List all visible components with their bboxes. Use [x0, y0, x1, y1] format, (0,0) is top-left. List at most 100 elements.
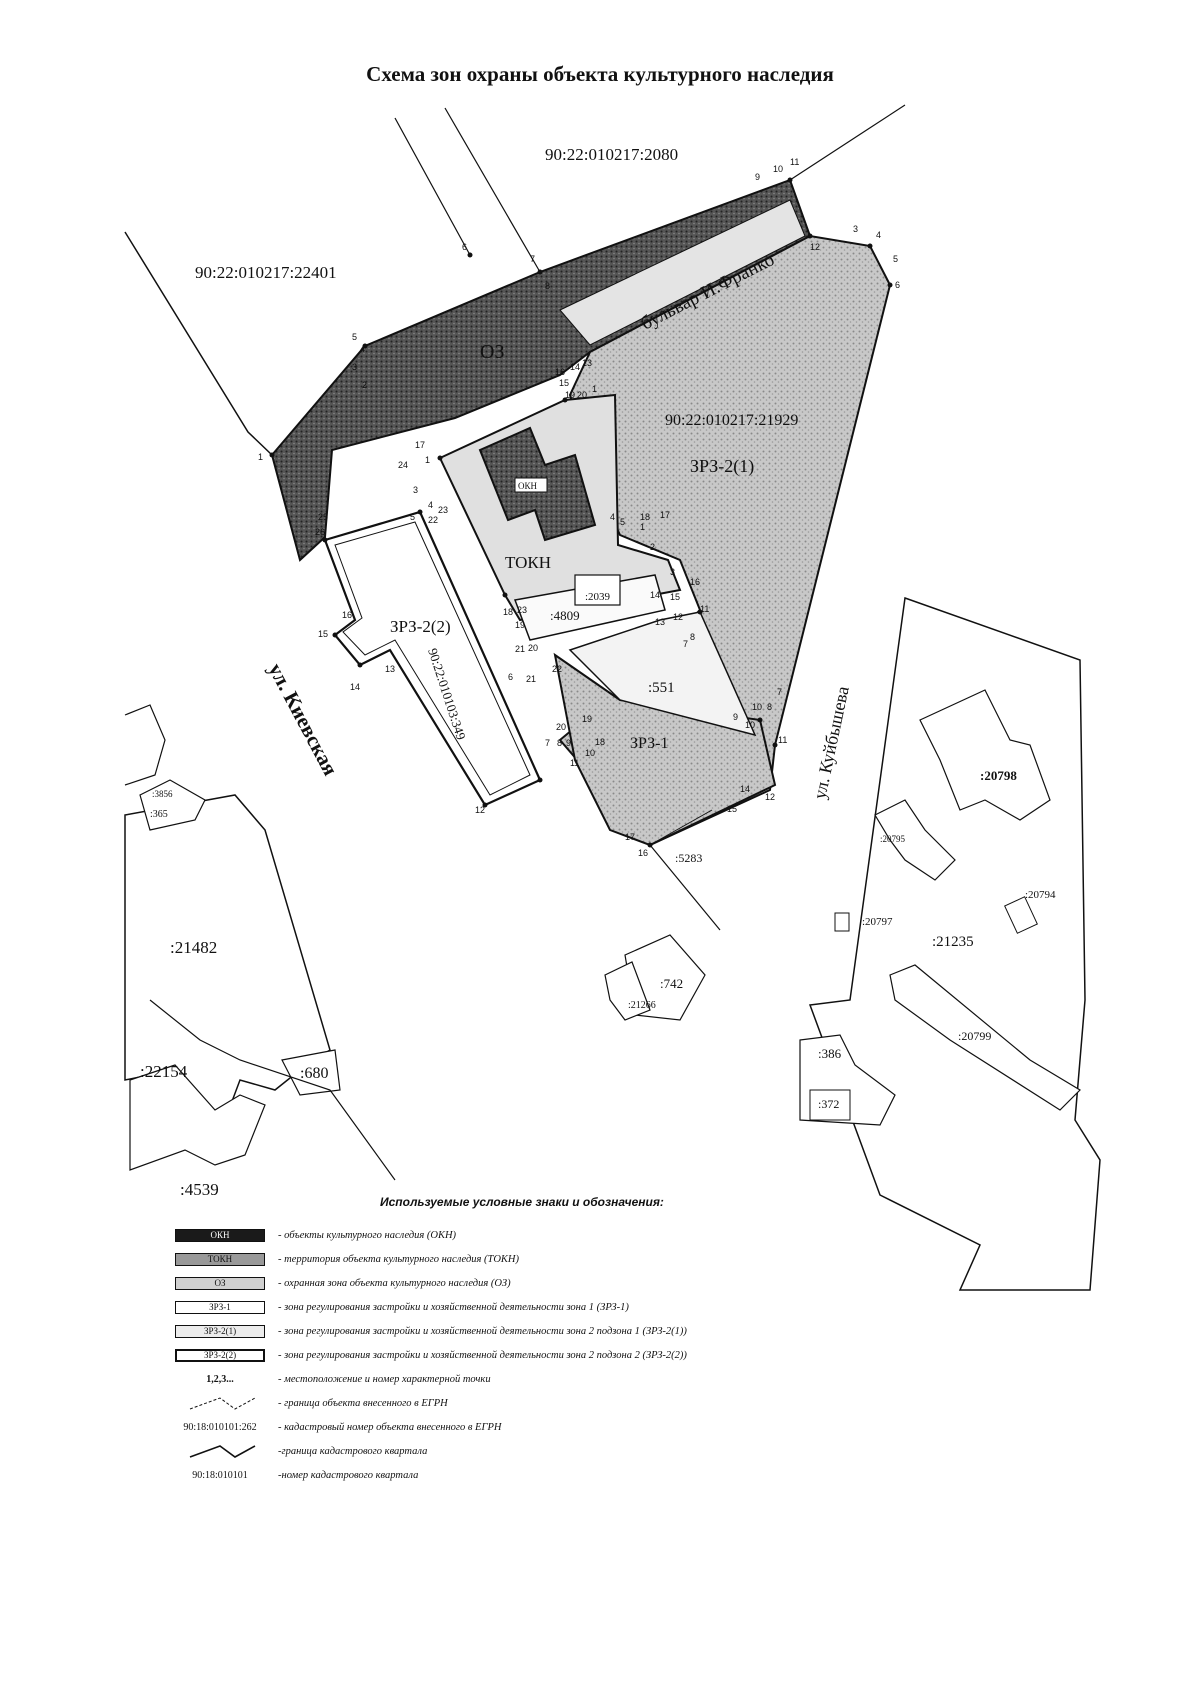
- label-p22154: :22154: [140, 1062, 188, 1081]
- legend-row-oz: ОЗ - охранная зона объекта культурного н…: [170, 1273, 930, 1293]
- svg-text:3: 3: [853, 224, 858, 234]
- legend-text-cadastral-number: - кадастровый номер объекта внесенного в…: [278, 1421, 502, 1433]
- svg-text:22: 22: [552, 664, 562, 674]
- parcel-20795-shape: [874, 799, 956, 881]
- svg-text:16: 16: [638, 848, 648, 858]
- svg-text:8: 8: [557, 738, 562, 748]
- svg-text:15: 15: [727, 804, 737, 814]
- svg-text:7: 7: [530, 254, 535, 264]
- svg-text:4: 4: [360, 344, 365, 354]
- label-p4809: :4809: [550, 608, 580, 623]
- zrz22-inner: [334, 521, 531, 796]
- svg-text:5: 5: [620, 517, 625, 527]
- svg-text:3: 3: [670, 567, 675, 577]
- svg-text:15: 15: [318, 629, 328, 639]
- legend-text-tokn: - территория объекта культурного наследи…: [278, 1253, 519, 1265]
- svg-text:22: 22: [428, 515, 438, 525]
- parcel-2039-shape: [574, 574, 621, 606]
- parcel-21266-shape: [604, 961, 651, 1021]
- parcel-551-shape: [568, 611, 757, 737]
- svg-text:12: 12: [475, 805, 485, 815]
- parcel-20799-shape: [889, 964, 1081, 1111]
- svg-text:17: 17: [625, 832, 635, 842]
- svg-text:3: 3: [413, 485, 418, 495]
- label-p365: :365: [150, 809, 168, 820]
- label-p20799: :20799: [958, 1029, 991, 1043]
- label-tokn: ТОКН: [505, 553, 551, 572]
- parcel-372-shape: [809, 1089, 851, 1121]
- svg-text:15: 15: [559, 378, 569, 388]
- svg-text:8: 8: [690, 632, 695, 642]
- svg-text:4: 4: [610, 512, 615, 522]
- okn-label-box: [514, 477, 548, 493]
- svg-text:2: 2: [650, 542, 655, 552]
- zrz22-zone: [323, 510, 542, 807]
- legend-symbol-zrz22: ЗРЗ-2(2): [175, 1348, 265, 1362]
- svg-text:23: 23: [438, 505, 448, 515]
- svg-text:17: 17: [415, 440, 425, 450]
- svg-text:9: 9: [566, 738, 571, 748]
- legend-row-points: 1,2,3... - местоположение и номер характ…: [170, 1369, 930, 1389]
- label-p742: :742: [660, 976, 683, 991]
- legend-text-points: - местоположение и номер характерной точ…: [278, 1373, 491, 1385]
- legend-text-zrz21: - зона регулирования застройки и хозяйст…: [278, 1325, 687, 1337]
- label-p4539: :4539: [180, 1180, 219, 1199]
- svg-text:9: 9: [733, 712, 738, 722]
- legend-title: Используемые условные знаки и обозначени…: [380, 1195, 664, 1209]
- svg-text:13: 13: [385, 664, 395, 674]
- label-p20794: :20794: [1025, 889, 1056, 901]
- legend-text-zrz22: - зона регулирования застройки и хозяйст…: [278, 1349, 687, 1361]
- label-p21929: 90:22:010217:21929: [665, 412, 798, 429]
- label-p21235: :21235: [932, 934, 974, 950]
- legend-row-kvartal-number: 90:18:010101 -номер кадастрового квартал…: [170, 1465, 930, 1485]
- svg-text:3: 3: [352, 362, 357, 372]
- kvartal-boundary-6: [649, 809, 713, 846]
- legend-symbol-zrz1: ЗРЗ-1: [175, 1300, 265, 1314]
- svg-text:10: 10: [745, 720, 755, 730]
- svg-text:20: 20: [528, 643, 538, 653]
- svg-text:11: 11: [570, 758, 579, 768]
- label-p2039: :2039: [585, 591, 611, 603]
- svg-text:17: 17: [660, 510, 670, 520]
- parcel-365-shape: [139, 779, 206, 831]
- legend-row-egrn-boundary: - граница объекта внесенного в ЕГРН: [170, 1393, 930, 1413]
- label-p20798: :20798: [980, 768, 1017, 783]
- kiev-street-edge: [149, 999, 396, 1181]
- legend-text-kvartal-boundary: -граница кадастрового квартала: [278, 1445, 428, 1457]
- svg-text:21: 21: [526, 674, 536, 684]
- parcel-20798-shape: [919, 689, 1051, 821]
- kvartal-boundary-2: [394, 117, 471, 256]
- left-block-lower: [129, 1064, 266, 1171]
- svg-text:16: 16: [690, 577, 700, 587]
- svg-text:12: 12: [673, 612, 683, 622]
- label-p20795: :20795: [880, 834, 906, 844]
- legend-symbol-tokn: ТОКН: [175, 1252, 265, 1266]
- svg-text:19: 19: [565, 390, 575, 400]
- egrn-boundary-icon: [189, 1397, 256, 1410]
- svg-text:18: 18: [595, 737, 605, 747]
- label-zrz21: ЗРЗ-2(1): [690, 456, 754, 477]
- svg-text:10: 10: [585, 748, 595, 758]
- characteristic-points: [269, 177, 893, 848]
- legend-symbol-cadastral-number: 90:18:010101:262: [183, 1421, 257, 1433]
- svg-text:24: 24: [398, 460, 408, 470]
- svg-text:1: 1: [640, 522, 645, 532]
- label-p5283: :5283: [675, 851, 702, 865]
- legend-symbol-zrz21: ЗРЗ-2(1): [175, 1324, 265, 1338]
- label-p680: :680: [300, 1065, 328, 1082]
- label-oz: ОЗ: [480, 341, 504, 363]
- label-p21482: :21482: [170, 938, 217, 957]
- label-p386: :386: [818, 1046, 842, 1061]
- svg-text:7: 7: [683, 639, 688, 649]
- svg-text:6: 6: [895, 280, 900, 290]
- legend-symbol-points: 1,2,3...: [206, 1373, 234, 1385]
- kvartal-boundary-1: [124, 231, 273, 456]
- svg-text:15: 15: [670, 592, 680, 602]
- franko-band: [559, 199, 806, 346]
- svg-text:21: 21: [515, 644, 525, 654]
- kvartal-boundary-3: [444, 107, 541, 273]
- svg-text:23: 23: [517, 605, 527, 615]
- svg-text:4: 4: [428, 500, 433, 510]
- svg-text:8: 8: [545, 281, 550, 291]
